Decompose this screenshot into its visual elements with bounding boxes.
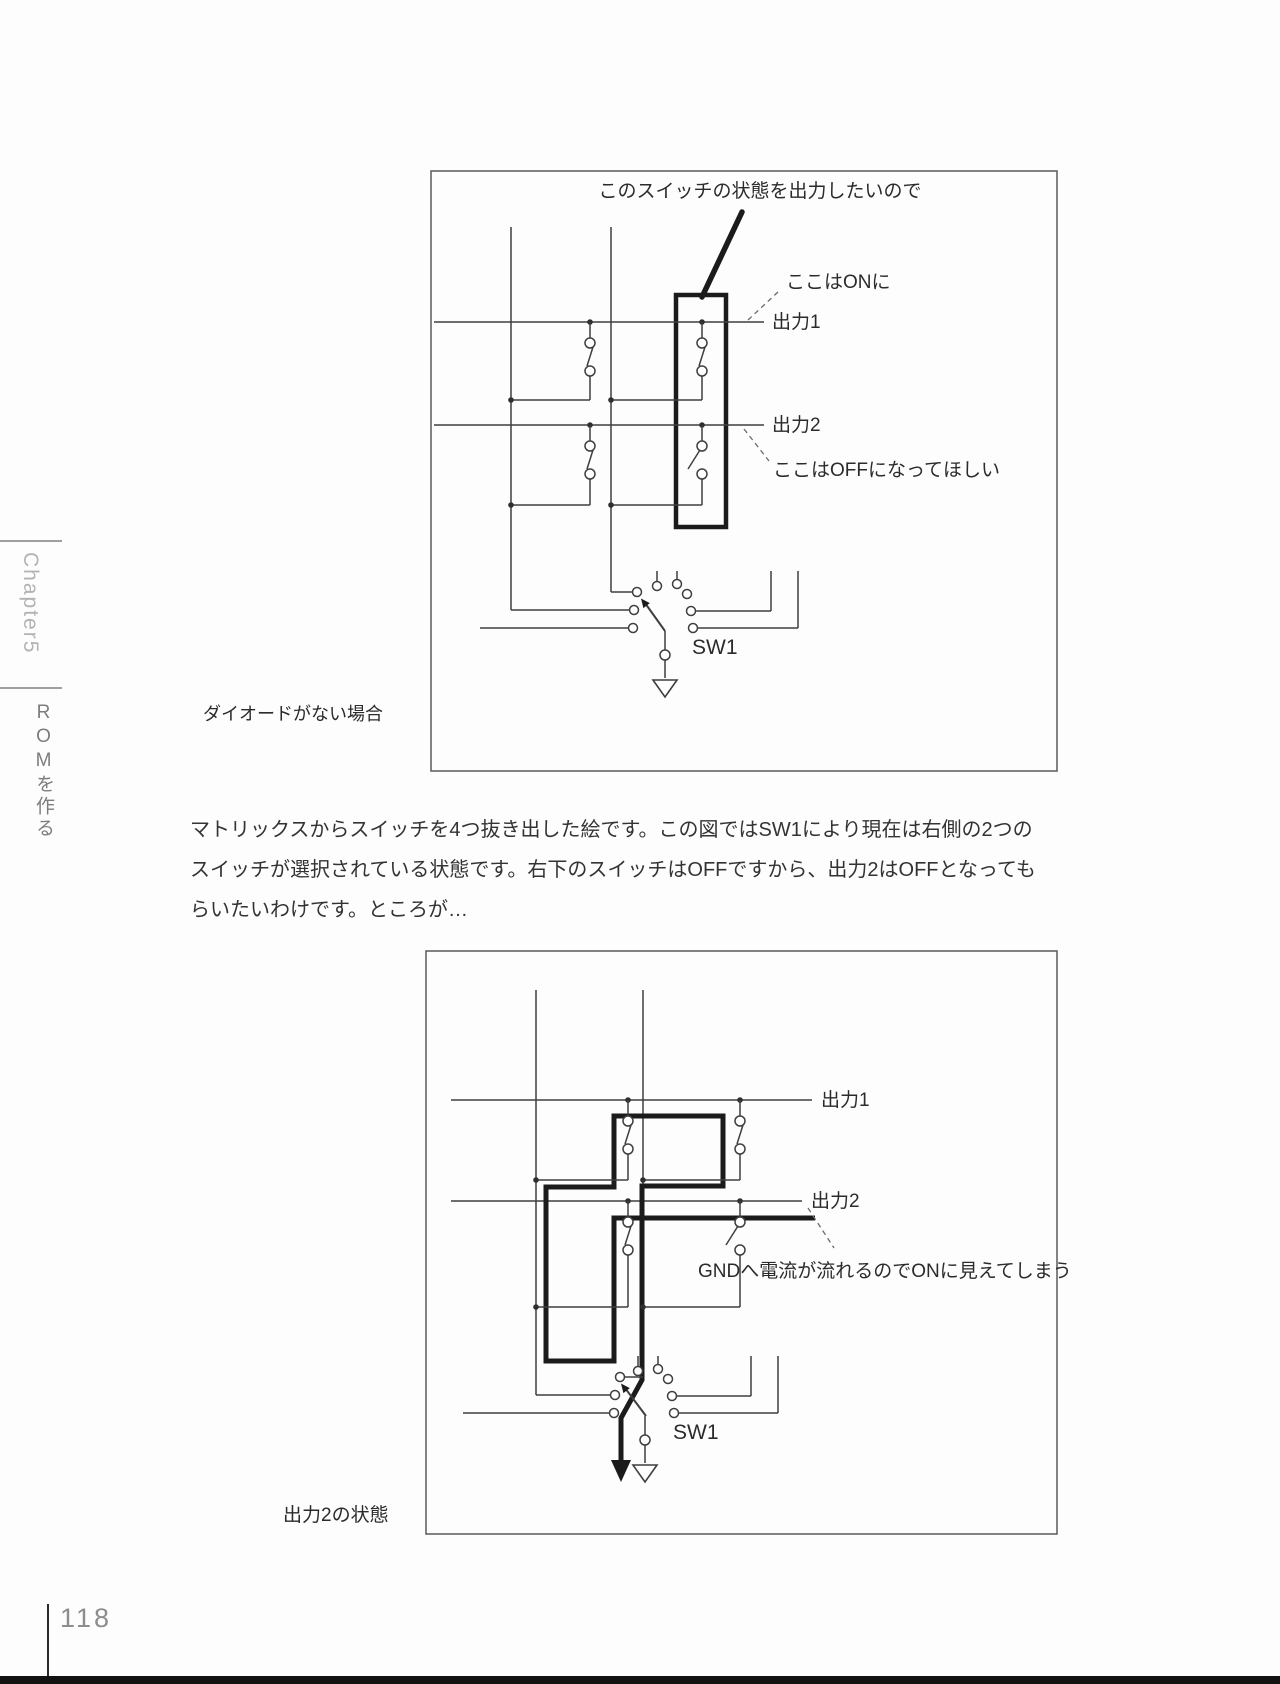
figure1-annotation-off: ここはOFFになってほしい xyxy=(773,460,1000,481)
figure1-pointer-line xyxy=(699,209,745,300)
page-bottom-bar xyxy=(0,1676,1280,1684)
figure1-switch-row1-left xyxy=(508,319,596,403)
figure2-caption: 出力2の状態 xyxy=(283,1505,389,1526)
figure1-diagram: このスイッチの状態を出力したいので 出力1 出力2 ここはONに ここはOFFに… xyxy=(430,170,1058,772)
figure2-border xyxy=(425,950,1058,1535)
figure2-current-path xyxy=(543,1113,815,1462)
body-text-line3: らいたいわけです。ところが… xyxy=(190,899,468,921)
figure1-column-lines xyxy=(510,227,612,610)
section-tab-label: ROMを作る xyxy=(33,702,54,840)
figure1-ground-symbol xyxy=(651,679,679,699)
figure2-rotary-switch: SW1 xyxy=(463,1356,779,1484)
figure1-annotation-pointer-text: このスイッチの状態を出力したいので xyxy=(598,180,921,202)
figure2-gnd-callout-line xyxy=(807,1207,835,1249)
figure1-switch-row2-left xyxy=(508,422,596,508)
figure1-caption: ダイオードがない場合 xyxy=(203,704,383,724)
figure2-annotation-gnd: GNDへ電流が流れるのでONに見えてしまう xyxy=(698,1260,1072,1282)
chapter-tab-label: Chapter5 xyxy=(19,552,42,655)
figure2-current-arrowhead xyxy=(611,1460,631,1482)
body-text-line1: マトリックスからスイッチを4つ抜き出した絵です。この図ではSW1により現在は右側… xyxy=(190,819,1033,841)
figure1-selection-rect xyxy=(673,292,729,530)
figure2-switch-row1-right xyxy=(640,1097,746,1183)
figure1-rotary-switch: SW1 xyxy=(480,571,799,699)
sidebar-rule-bottom xyxy=(0,687,62,689)
figure2-sw1-label: SW1 xyxy=(673,1421,719,1444)
figure1-on-callout-line xyxy=(747,291,779,321)
figure1-annotation-on: ここはONに xyxy=(786,272,891,293)
figure2-diagram: 出力1 出力2 xyxy=(425,950,1072,1535)
figure1-sw1-label: SW1 xyxy=(692,636,738,659)
figure1-off-callout-line xyxy=(743,428,770,462)
figure1-output2-label: 出力2 xyxy=(772,414,821,436)
figure1-output1-label: 出力1 xyxy=(772,311,821,333)
figure2-column-lines xyxy=(535,990,644,1395)
figure2-switch-row1-left xyxy=(533,1097,634,1183)
figure1-switch-row2-right-open xyxy=(608,422,708,508)
body-text-line2: スイッチが選択されている状態です。右下のスイッチはOFFですから、出力2はOFF… xyxy=(190,859,1036,881)
figure2-output2-label: 出力2 xyxy=(811,1190,860,1212)
page-number-rule xyxy=(47,1604,49,1677)
figure2-wiper xyxy=(621,1383,647,1417)
figure2-output1-label: 出力1 xyxy=(821,1089,870,1111)
figure1-switch-row1-right xyxy=(608,319,708,403)
figure2-switch-row2-left xyxy=(533,1198,634,1310)
figure2-switch-row2-right-open xyxy=(640,1198,746,1310)
figure1-wiper xyxy=(641,598,666,632)
sidebar-rule-top xyxy=(0,540,62,542)
figure2-ground-symbol xyxy=(631,1464,659,1484)
page-number: 118 xyxy=(60,1603,113,1633)
figure1-border xyxy=(430,170,1058,772)
